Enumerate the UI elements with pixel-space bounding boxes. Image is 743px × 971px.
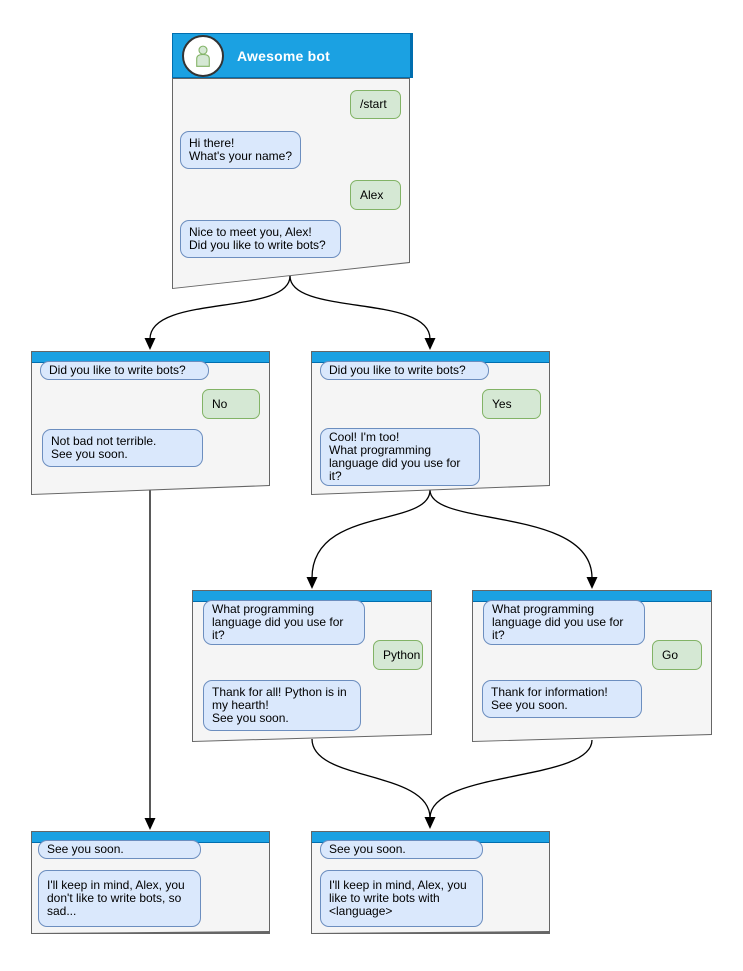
bot-message-bubble: Hi there! What's your name? — [180, 131, 301, 169]
bot-message-bubble: Cool! I'm too! What programming language… — [320, 428, 480, 486]
bot-message-bubble: What programming language did you use fo… — [203, 600, 365, 645]
chat-window-end-yes: See you soon. I'll keep in mind, Alex, y… — [311, 831, 550, 934]
user-message-bubble: Alex — [350, 180, 401, 210]
bot-avatar — [182, 34, 224, 77]
bot-message-bubble: Did you like to write bots? — [320, 361, 489, 380]
bot-message-bubble: See you soon. — [38, 840, 201, 859]
arrowhead-merge-to-end — [424, 817, 436, 829]
chat-window-branch-go: What programming language did you use fo… — [472, 590, 712, 742]
bot-message-bubble: See you soon. — [320, 840, 483, 859]
arrowhead-main-to-yes — [424, 338, 436, 350]
arrowhead-yes-to-python — [306, 577, 318, 589]
bot-message-bubble: Nice to meet you, Alex! Did you like to … — [180, 220, 341, 258]
chat-window-end-no: See you soon. I'll keep in mind, Alex, y… — [31, 831, 270, 934]
bot-message-bubble: I'll keep in mind, Alex, you like to wri… — [320, 870, 483, 927]
arrow-main-to-no — [149, 275, 291, 340]
arrowhead-yes-to-go — [586, 577, 598, 589]
arrow-go-to-end — [429, 739, 593, 819]
bot-message-bubble: Thank for all! Python is in my hearth! S… — [203, 680, 361, 731]
user-message-bubble: Go — [652, 640, 702, 670]
bot-message-bubble: I'll keep in mind, Alex, you don't like … — [38, 870, 201, 927]
chat-window-main: Awesome bot /start Hi there! What's your… — [172, 33, 415, 289]
user-message-bubble: Python — [373, 640, 423, 670]
arrowhead-no-to-end — [144, 818, 156, 830]
bot-message-bubble: Thank for information! See you soon. — [482, 680, 642, 718]
chat-window-branch-no: Did you like to write bots? No Not bad n… — [31, 351, 270, 495]
user-message-bubble: No — [202, 389, 260, 419]
arrow-main-to-yes — [289, 275, 431, 340]
person-icon — [196, 45, 210, 67]
arrowhead-main-to-no — [144, 338, 156, 350]
bot-message-bubble: Not bad not terrible. See you soon. — [42, 429, 203, 467]
arrow-yes-to-go — [429, 489, 593, 579]
bot-message-bubble: What programming language did you use fo… — [483, 600, 645, 645]
user-message-bubble: /start — [350, 90, 401, 119]
arrow-python-to-end — [311, 738, 431, 819]
chat-window-branch-yes: Did you like to write bots? Yes Cool! I'… — [311, 351, 550, 495]
bot-name: Awesome bot — [237, 47, 330, 64]
chat-window-branch-python: What programming language did you use fo… — [192, 590, 432, 742]
user-message-bubble: Yes — [482, 389, 541, 419]
window-title-bar: Awesome bot — [172, 33, 413, 78]
arrow-yes-to-python — [311, 489, 431, 579]
bot-message-bubble: Did you like to write bots? — [40, 361, 209, 380]
